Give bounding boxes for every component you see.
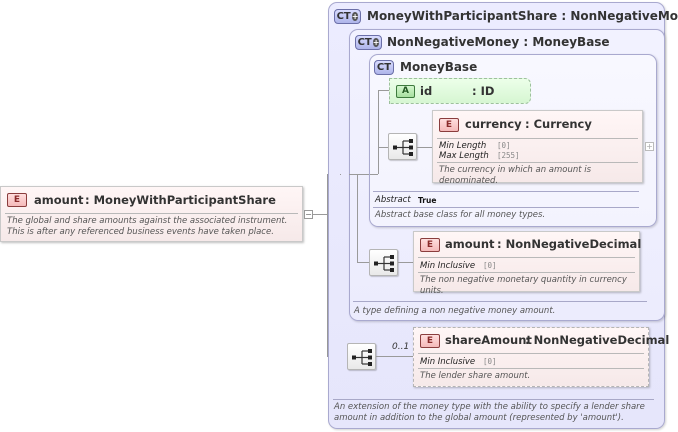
complex-type-badge: CT xyxy=(374,60,394,75)
attribute-id[interactable]: A id : ID xyxy=(389,78,531,104)
expand-icon[interactable]: + xyxy=(645,142,654,151)
connector xyxy=(349,174,369,175)
property-value: [0] xyxy=(483,261,497,270)
element-type: : Currency xyxy=(525,117,592,131)
property-label: Max Length xyxy=(439,151,489,161)
element-badge: E xyxy=(439,118,459,132)
connector xyxy=(327,174,328,214)
connector xyxy=(398,262,413,263)
complex-type-title: MoneyBase xyxy=(400,60,478,74)
root-element-name: amount xyxy=(34,193,84,207)
plus-icon: + xyxy=(351,12,359,21)
complex-type-doc: Abstract base class for all money types. xyxy=(375,210,546,220)
complex-type-badge-label: CT xyxy=(336,11,351,22)
connector xyxy=(378,90,392,91)
element-divider xyxy=(437,138,638,139)
element-doc: The lender share amount. xyxy=(420,371,531,381)
abstract-value: True xyxy=(418,196,437,205)
root-element-type: : MoneyWithParticipantShare xyxy=(85,193,276,207)
property-value: [0] xyxy=(483,357,497,366)
sequence-glyph xyxy=(374,255,394,272)
complex-type-title: MoneyWithParticipantShare : NonNegativeM… xyxy=(367,9,678,23)
complex-type-title: NonNegativeMoney : MoneyBase xyxy=(387,35,610,49)
element-name: shareAmount xyxy=(445,333,532,347)
connector xyxy=(340,174,341,175)
sequence-glyph xyxy=(393,139,413,156)
property-value: [0] xyxy=(497,141,511,150)
element-doc: The non negative monetary quantity in cu… xyxy=(420,275,627,296)
complex-type-badge: CT+ xyxy=(355,35,382,50)
connector xyxy=(357,174,358,262)
element-badge: E xyxy=(420,238,440,252)
element-divider xyxy=(418,368,644,369)
connector xyxy=(378,147,388,148)
property-label: Min Inclusive xyxy=(420,261,476,271)
element-type: : NonNegativeDecimal xyxy=(525,333,670,347)
element-divider xyxy=(418,257,635,258)
complex-type-badge: CT+ xyxy=(334,9,361,24)
connector xyxy=(378,90,379,174)
sequence-glyph xyxy=(352,349,372,366)
connector xyxy=(327,214,328,356)
element-badge: E xyxy=(7,193,27,207)
root-element-amount[interactable]: E amount : MoneyWithParticipantShare The… xyxy=(0,186,303,242)
sequence-icon[interactable] xyxy=(347,343,376,370)
complex-type-divider xyxy=(373,191,639,192)
property-value: [255] xyxy=(497,151,520,160)
complex-type-divider xyxy=(333,399,654,400)
attribute-name: id xyxy=(420,84,433,98)
root-collapse-icon[interactable]: − xyxy=(304,210,313,219)
element-amount[interactable]: E amount : NonNegativeDecimal Min Inclus… xyxy=(413,231,642,296)
connector xyxy=(376,356,413,357)
complex-type-doc: An extension of the money type with the … xyxy=(334,402,645,423)
occurrence-label: 0..1 xyxy=(392,342,410,352)
complex-type-doc: A type defining a non negative money amo… xyxy=(354,306,556,316)
sequence-icon[interactable] xyxy=(388,133,417,160)
element-currency[interactable]: E currency : Currency Min Length [0] Max… xyxy=(432,110,643,186)
sequence-icon[interactable] xyxy=(369,249,398,276)
abstract-label: Abstract xyxy=(375,195,411,205)
complex-type-divider xyxy=(373,207,639,208)
complex-type-divider xyxy=(353,301,647,302)
element-divider xyxy=(418,272,635,273)
connector xyxy=(370,174,378,175)
attribute-badge: A xyxy=(396,85,415,98)
connector xyxy=(357,262,369,263)
connector xyxy=(417,147,432,148)
property-label: Min Length xyxy=(439,141,487,151)
element-name: currency xyxy=(465,117,522,131)
connector xyxy=(313,214,327,215)
complex-type-badge-label: CT xyxy=(376,62,392,73)
element-divider xyxy=(418,353,644,354)
root-element-divider xyxy=(5,213,298,214)
attribute-type: : ID xyxy=(472,84,495,98)
property-label: Min Inclusive xyxy=(420,357,476,367)
element-divider xyxy=(437,162,638,163)
element-doc: The currency in which an amount is denom… xyxy=(439,165,592,186)
root-element-doc: The global and share amounts against the… xyxy=(7,216,288,237)
element-badge: E xyxy=(420,334,440,348)
complex-type-badge-label: CT xyxy=(357,37,372,48)
element-type: : NonNegativeDecimal xyxy=(497,237,642,251)
element-share-amount[interactable]: E shareAmount : NonNegativeDecimal Min I… xyxy=(413,327,669,387)
element-name: amount xyxy=(445,237,495,251)
plus-icon: + xyxy=(372,38,380,47)
